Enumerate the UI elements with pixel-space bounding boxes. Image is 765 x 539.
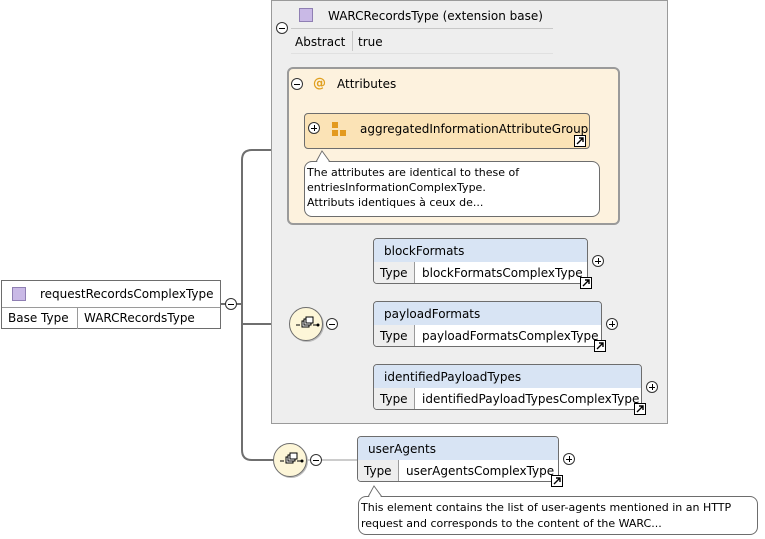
root-base-type-row: Base Type WARCRecordsType <box>2 307 220 329</box>
type-label-cell <box>374 388 415 409</box>
go-to-definition-icon[interactable] <box>634 403 646 415</box>
cell-separator <box>352 31 353 51</box>
element-box-identified-payload-types[interactable]: identifiedPayloadTypes Type identifiedPa… <box>373 364 642 410</box>
element-name: identifiedPayloadTypes <box>384 370 522 384</box>
attributes-collapse-toggle[interactable] <box>291 78 303 90</box>
note-line: The attributes are identical to these of <box>307 166 520 179</box>
attribute-group-name: aggregatedInformationAttributeGroup <box>360 122 589 136</box>
complex-type-icon <box>299 8 313 22</box>
root-type-name: requestRecordsComplexType <box>40 287 214 301</box>
sequence-icon <box>280 452 304 464</box>
root-complex-type-box[interactable]: requestRecordsComplexType Base Type WARC… <box>1 280 221 329</box>
extension-collapse-toggle[interactable] <box>276 22 288 34</box>
abstract-value: true <box>358 35 383 49</box>
element-type-row: Type payloadFormatsComplexType <box>374 325 601 346</box>
element-box-block-formats[interactable]: blockFormats Type blockFormatsComplexTyp… <box>373 238 588 284</box>
element-name: blockFormats <box>384 244 465 258</box>
cell-separator <box>77 307 78 329</box>
divider <box>291 53 553 54</box>
element-type-row: Type userAgentsComplexType <box>358 460 558 481</box>
type-value: userAgentsComplexType <box>406 464 555 478</box>
type-label: Type <box>364 464 392 478</box>
type-label: Type <box>380 329 408 343</box>
base-type-value: WARCRecordsType <box>84 311 195 325</box>
attribute-group-box[interactable] <box>304 113 590 149</box>
abstract-label: Abstract <box>295 35 346 49</box>
go-to-definition-icon[interactable] <box>580 277 592 289</box>
element-type-row: Type identifiedPayloadTypesComplexType <box>374 388 641 409</box>
root-collapse-toggle[interactable] <box>225 298 237 310</box>
element-header: identifiedPayloadTypes <box>374 365 641 389</box>
type-label-cell <box>358 460 399 481</box>
attribute-at-icon: @ <box>313 76 326 91</box>
user-agents-note: This element contains the list of user-a… <box>358 496 758 535</box>
sequence-icon <box>296 316 320 328</box>
element-box-user-agents[interactable]: userAgents Type userAgentsComplexType <box>357 436 559 482</box>
element-expand-toggle[interactable] <box>592 255 604 267</box>
extension-title: WARCRecordsType (extension base) <box>328 9 543 23</box>
attributes-title: Attributes <box>337 77 397 91</box>
element-expand-toggle[interactable] <box>646 381 658 393</box>
element-header: payloadFormats <box>374 302 601 326</box>
attribute-group-expand-toggle[interactable] <box>308 122 320 134</box>
element-name: userAgents <box>368 442 436 456</box>
type-label: Type <box>380 266 408 280</box>
note-line: request and corresponds to the content o… <box>361 517 662 530</box>
element-expand-toggle[interactable] <box>563 453 575 465</box>
type-value: blockFormatsComplexType <box>422 266 583 280</box>
note-line: entriesInformationComplexType. <box>307 181 486 194</box>
element-box-payload-formats[interactable]: payloadFormats Type payloadFormatsComple… <box>373 301 602 347</box>
note-line: This element contains the list of user-a… <box>361 501 732 514</box>
attribute-group-icon <box>331 121 347 137</box>
type-value: payloadFormatsComplexType <box>422 329 599 343</box>
type-label-cell <box>374 262 415 283</box>
element-expand-toggle[interactable] <box>606 318 618 330</box>
root-type-header: requestRecordsComplexType <box>2 281 220 308</box>
base-type-label: Base Type <box>8 311 69 325</box>
element-name: payloadFormats <box>384 307 481 321</box>
note-line: Attributs identiques à ceux de... <box>307 196 484 209</box>
sequence-compositor[interactable] <box>289 307 323 341</box>
type-label-cell <box>374 325 415 346</box>
go-to-definition-icon[interactable] <box>594 340 606 352</box>
go-to-definition-icon[interactable] <box>551 475 563 487</box>
go-to-definition-icon[interactable] <box>574 135 586 147</box>
complex-type-icon <box>12 287 26 301</box>
element-header: userAgents <box>358 437 558 461</box>
type-value: identifiedPayloadTypesComplexType <box>422 392 640 406</box>
sequence-collapse-toggle[interactable] <box>310 454 322 466</box>
attributes-note: The attributes are identical to these of… <box>304 161 600 217</box>
sequence-collapse-toggle[interactable] <box>326 318 338 330</box>
sequence-compositor[interactable] <box>273 443 307 477</box>
element-type-row: Type blockFormatsComplexType <box>374 262 587 283</box>
divider <box>291 28 553 29</box>
element-header: blockFormats <box>374 239 587 263</box>
type-label: Type <box>380 392 408 406</box>
